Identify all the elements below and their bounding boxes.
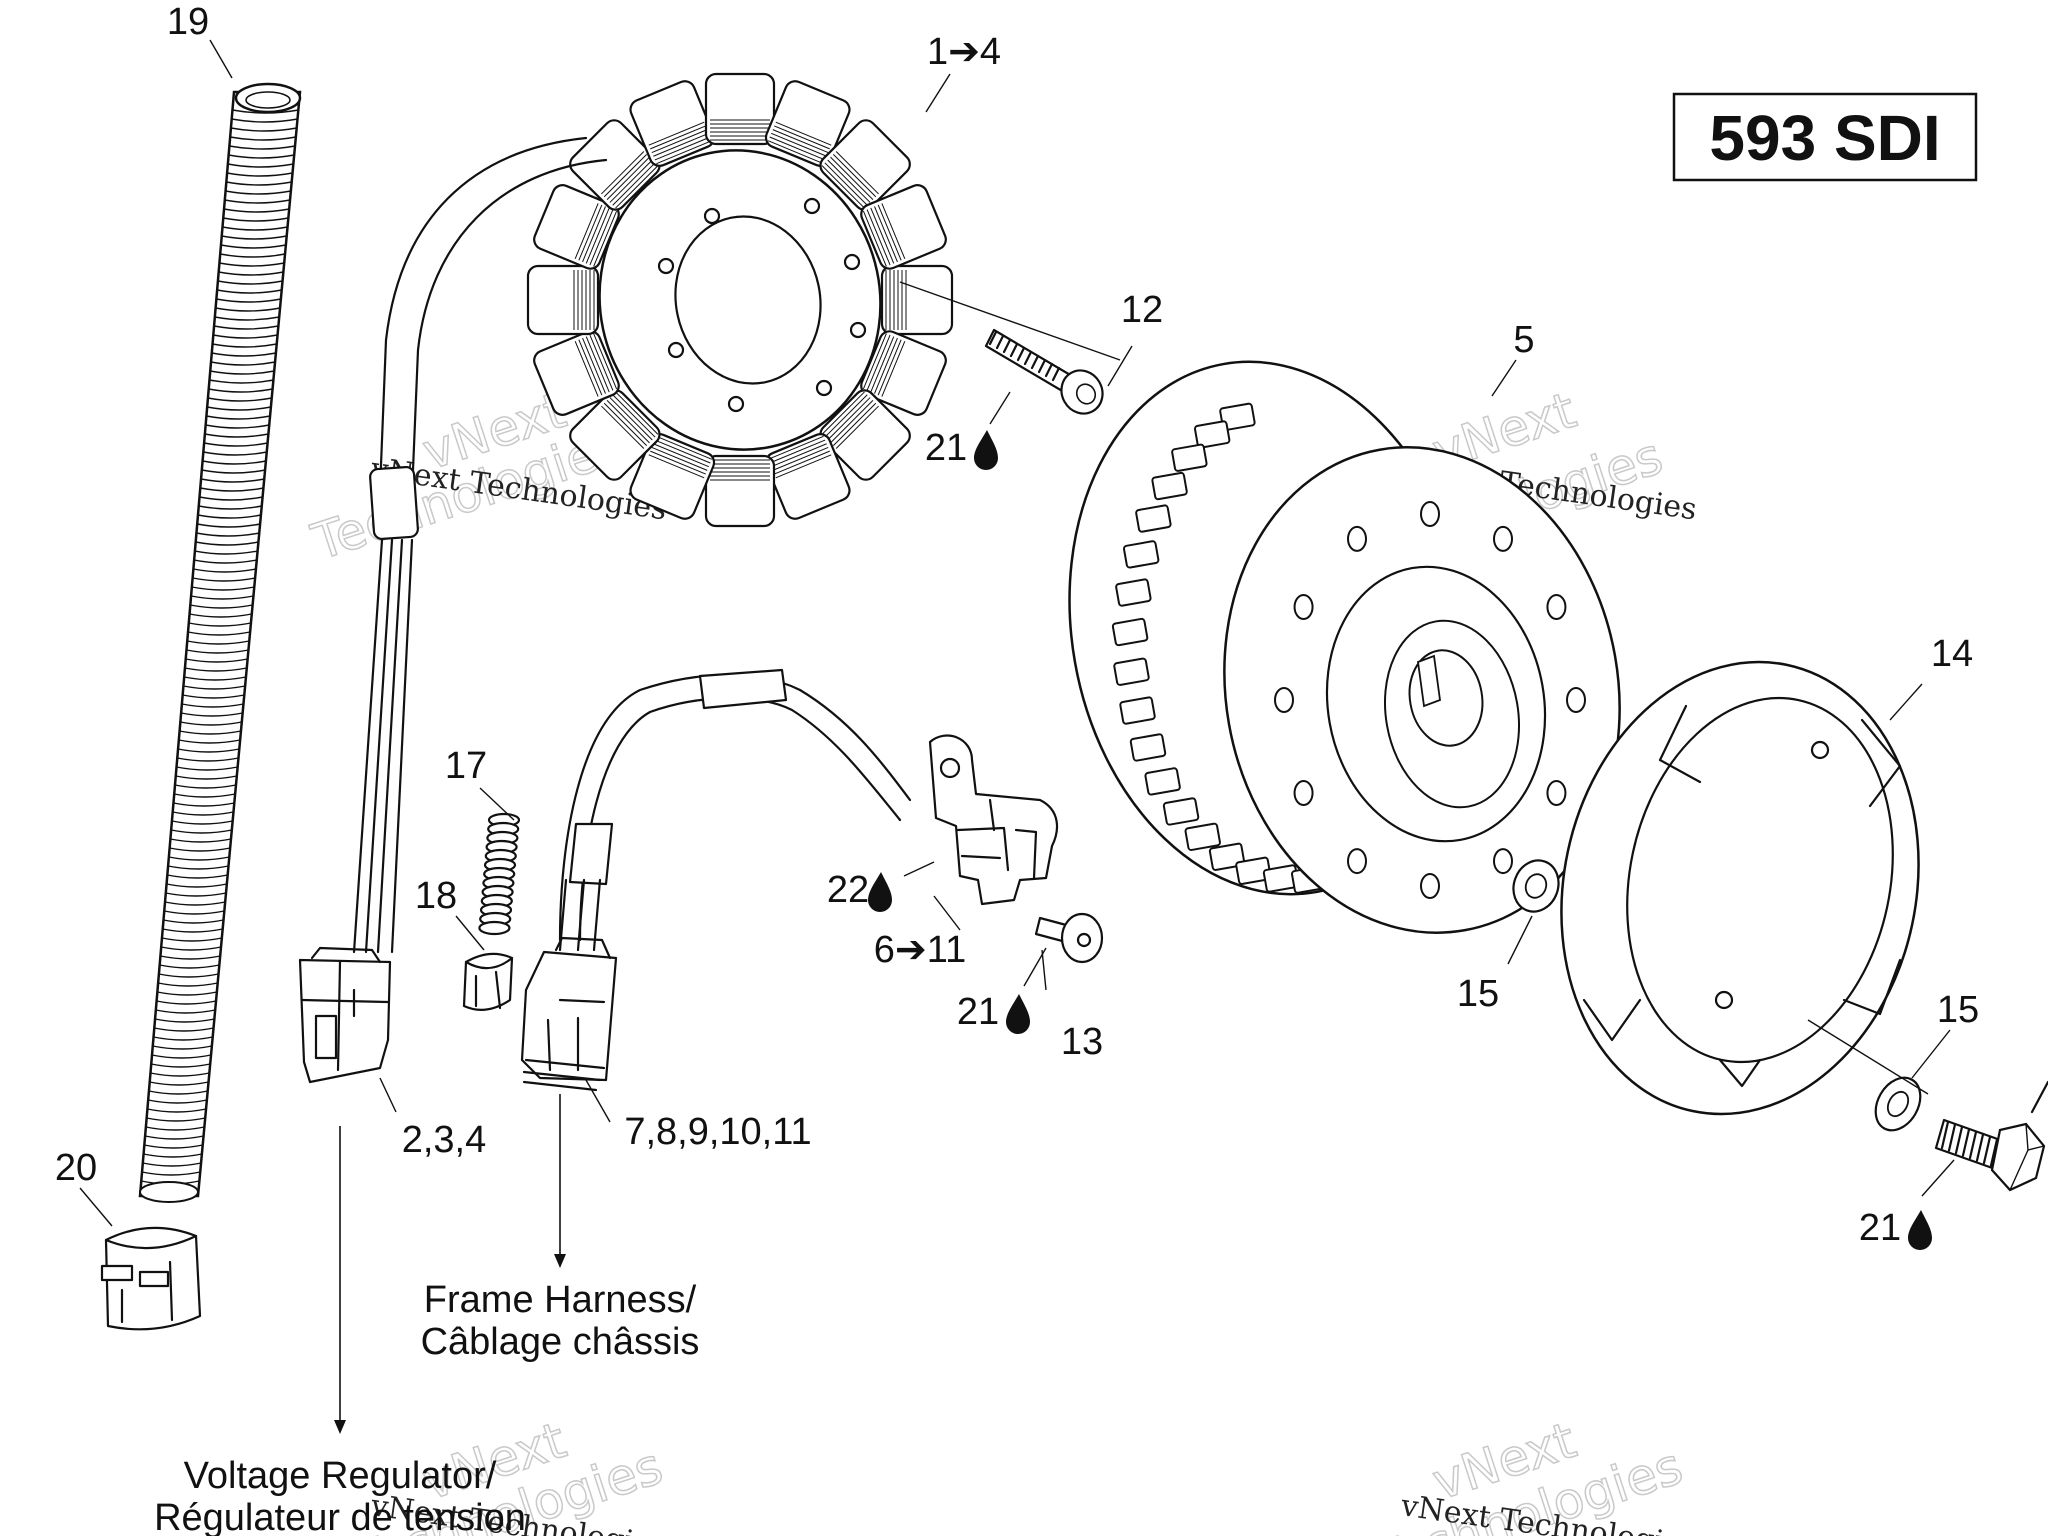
drop-icon bbox=[1006, 994, 1030, 1034]
voltage-regulator-note-line2: Régulateur de tension bbox=[154, 1497, 526, 1536]
callout-21-c: 21 bbox=[1859, 1207, 1901, 1249]
part-7-11-connector bbox=[520, 936, 618, 1092]
leader-lines bbox=[79, 39, 1955, 1227]
part-12-bolt bbox=[984, 328, 1104, 415]
stator-poles bbox=[526, 72, 954, 528]
part-2-3-4-connector bbox=[298, 946, 392, 1084]
part-15-washer-b bbox=[1874, 1076, 1922, 1132]
flywheel-holes bbox=[1274, 501, 1586, 899]
callout-1-4: 1➔4 bbox=[927, 31, 1001, 73]
route-arrows bbox=[334, 1094, 566, 1434]
part-17-spring bbox=[478, 812, 521, 936]
callout-21-a: 21 bbox=[925, 427, 967, 469]
callout-labels: 19 1➔4 12 5 14 17 18 6➔11 13 15 15 2,3,4… bbox=[55, 1, 1979, 1250]
callout-22: 22 bbox=[827, 869, 869, 911]
model-badge: 593 SDI bbox=[1672, 92, 1978, 182]
callout-7-11: 7,8,9,10,11 bbox=[624, 1111, 811, 1153]
callout-12: 12 bbox=[1121, 289, 1163, 331]
callout-15-a: 15 bbox=[1457, 973, 1499, 1015]
stator-cable bbox=[352, 136, 608, 954]
callout-15-b: 15 bbox=[1937, 989, 1979, 1031]
spring-coils bbox=[478, 812, 521, 936]
frame-harness-note-line1: Frame Harness/ bbox=[424, 1279, 697, 1321]
hex-bolt bbox=[1934, 1080, 2048, 1192]
drop-icon bbox=[974, 430, 998, 470]
frame-harness-note-line2: Câblage châssis bbox=[421, 1321, 700, 1363]
drop-icon bbox=[868, 872, 892, 912]
routing-notes: Frame Harness/ Câblage châssis Voltage R… bbox=[154, 1279, 699, 1536]
model-badge-label: 593 SDI bbox=[1709, 102, 1940, 174]
callout-19: 19 bbox=[167, 1, 209, 43]
callout-6-11: 6➔11 bbox=[874, 929, 966, 971]
part-13-screw bbox=[1034, 912, 1104, 964]
callout-13: 13 bbox=[1061, 1021, 1103, 1063]
callout-18: 18 bbox=[415, 875, 457, 917]
part-20-clamp bbox=[100, 1226, 202, 1331]
bolt-12-shank bbox=[984, 328, 1074, 394]
callout-17: 17 bbox=[445, 745, 487, 787]
callout-2-3-4: 2,3,4 bbox=[402, 1119, 487, 1161]
voltage-regulator-note-line1: Voltage Regulator/ bbox=[184, 1455, 497, 1497]
part-5-flywheel bbox=[1068, 360, 1621, 934]
part-14-ring-gear bbox=[1560, 660, 1920, 1116]
callout-20: 20 bbox=[55, 1147, 97, 1189]
part-19-conduit bbox=[138, 82, 302, 1203]
part-18-clip bbox=[462, 952, 514, 1011]
part-1-4-stator bbox=[526, 72, 954, 528]
callout-21-b: 21 bbox=[957, 991, 999, 1033]
flywheel-magnets bbox=[1111, 402, 1328, 894]
callout-5: 5 bbox=[1513, 319, 1534, 361]
conduit-ribs bbox=[141, 109, 299, 1185]
drop-icon bbox=[1908, 1210, 1932, 1250]
callout-14: 14 bbox=[1931, 633, 1973, 675]
part-6-11-sensor bbox=[928, 734, 1059, 906]
part-15-washer-a bbox=[1512, 859, 1560, 913]
part-6-11-sensor-cable bbox=[558, 668, 912, 952]
